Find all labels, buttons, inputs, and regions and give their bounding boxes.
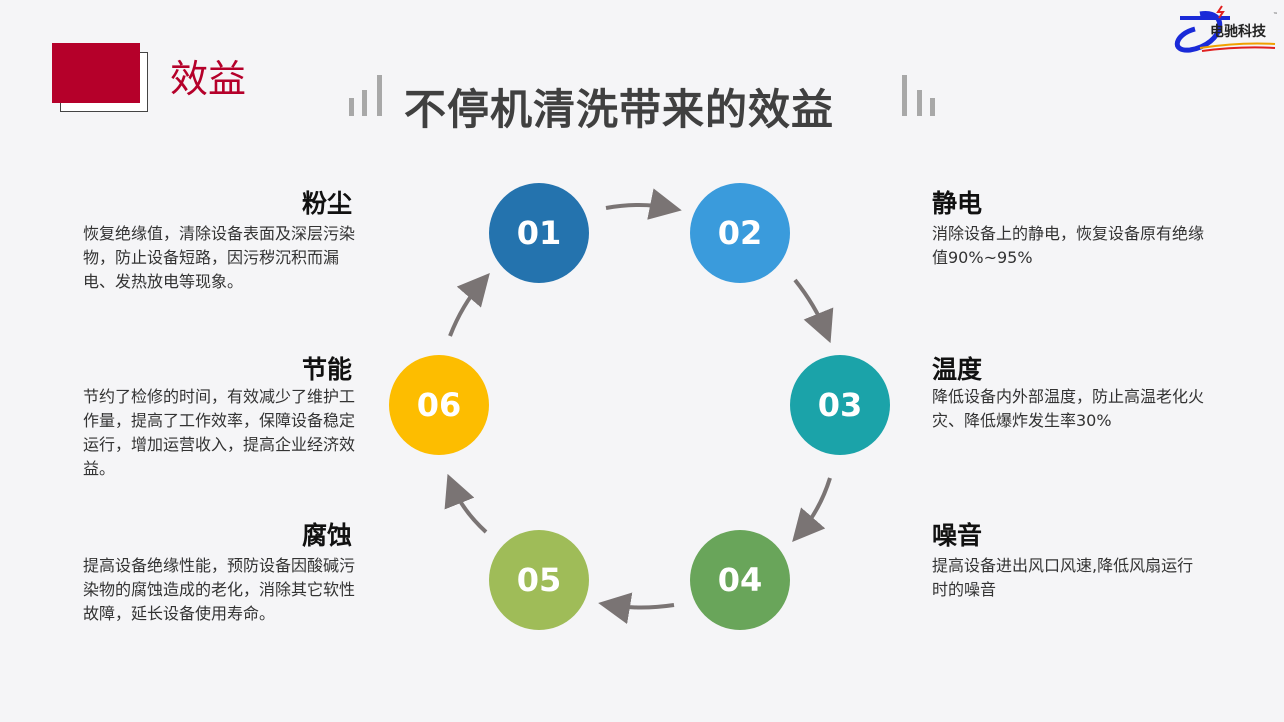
- heading-noise: 噪音: [932, 521, 983, 550]
- desc-energy: 节约了检修的时间，有效减少了维护工作量，提高了工作效率，保障设备稳定运行，增加运…: [83, 387, 356, 478]
- desc-corrosion: 提高设备绝缘性能，预防设备因酸碱污染物的腐蚀造成的老化，消除其它软性故障，延长设…: [83, 556, 356, 623]
- step-circle-05: 05: [489, 530, 589, 630]
- heading-temperature: 温度: [932, 355, 983, 384]
- arrow-05-06: [444, 473, 488, 534]
- step-circle-02: 02: [690, 183, 790, 283]
- desc-temperature: 降低设备内外部温度，防止高温老化火灾、降低爆炸发生率30%: [932, 387, 1205, 430]
- section-label: 效益: [170, 57, 247, 101]
- heading-energy: 节能: [301, 355, 352, 384]
- arrow-03-04: [792, 477, 832, 543]
- title-decoration-bar: [362, 90, 367, 116]
- company-logo: 电驰科技 ™: [1170, 4, 1280, 56]
- arrow-04-05: [598, 592, 675, 625]
- step-circle-04: 04: [690, 530, 790, 630]
- desc-noise: 提高设备进出风口风速,降低风扇运行时的噪音: [932, 556, 1194, 599]
- step-circle-03: 03: [790, 355, 890, 455]
- title-decoration-bar: [902, 75, 907, 116]
- desc-static: 消除设备上的静电，恢复设备原有绝缘值90%~95%: [932, 224, 1205, 267]
- logo-icon: 电驰科技 ™: [1175, 5, 1278, 53]
- heading-static: 静电: [932, 189, 983, 218]
- svg-text:™: ™: [1273, 12, 1278, 18]
- page-title: 不停机清洗带来的效益: [404, 85, 835, 134]
- arrow-02-03: [793, 278, 834, 344]
- title-decoration-bar: [349, 98, 354, 116]
- heading-dust: 粉尘: [301, 189, 352, 218]
- section-marker: [52, 43, 140, 103]
- title-decoration-bar: [377, 75, 382, 116]
- heading-corrosion: 腐蚀: [301, 521, 352, 550]
- step-circle-01: 01: [489, 183, 589, 283]
- step-circle-06: 06: [389, 355, 489, 455]
- svg-text:电驰科技: 电驰科技: [1210, 23, 1267, 40]
- title-decoration-bar: [930, 98, 935, 116]
- title-decoration-bar: [917, 90, 922, 116]
- desc-dust: 恢复绝缘值，清除设备表面及深层污染物，防止设备短路，因污秽沉积而漏电、发热放电等…: [83, 224, 356, 291]
- arrow-06-01: [448, 272, 490, 337]
- arrow-01-02: [605, 188, 682, 220]
